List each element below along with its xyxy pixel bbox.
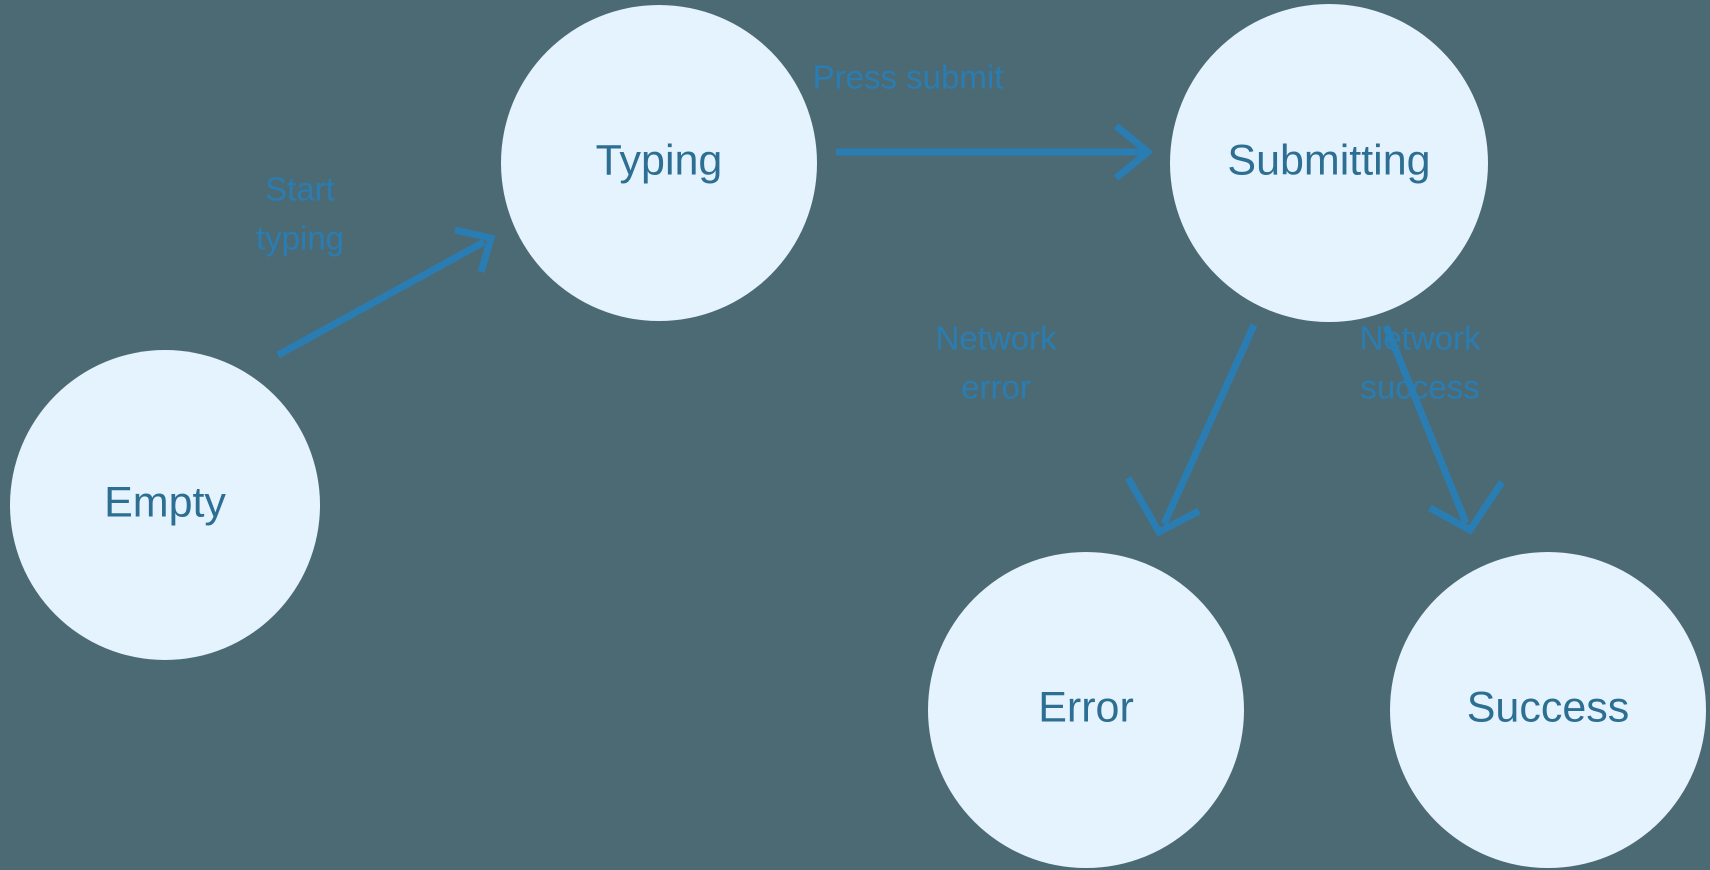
node-label-empty: Empty [104,478,226,526]
edge-typing-to-submitting [836,123,1154,181]
edge-submitting-to-success [1382,324,1505,535]
node-circle-submitting[interactable] [1170,4,1488,322]
edge-label-line-1: Network [1359,320,1481,357]
arrowhead-typing-to-submitting [1113,123,1154,181]
arrowhead-empty-to-typing [454,226,496,273]
edge-line-empty-to-typing [276,238,486,359]
node-label-submitting: Submitting [1227,136,1430,184]
edge-label-line-2: success [1360,369,1479,406]
edge-line-submitting-to-error [1160,323,1258,526]
edge-submitting-to-error [1124,323,1258,537]
edge-label-submitting-to-error: Network error [935,320,1057,406]
edge-label-submitting-to-success: Network success [1359,320,1481,406]
arrowhead-submitting-to-error [1124,476,1201,537]
edge-label-line-1: Start [265,171,335,208]
edge-label-empty-to-typing: Start typing [256,171,344,257]
edge-empty-to-typing [276,226,496,359]
edge-label-line-1: Press submit [813,59,1004,96]
node-empty[interactable]: Empty [10,350,320,660]
edge-label-line-1: Network [935,320,1057,357]
node-circle-error[interactable] [928,552,1244,868]
node-circle-empty[interactable] [10,350,320,660]
edge-label-line-2: error [961,369,1031,406]
node-label-success: Success [1467,683,1630,731]
node-error[interactable]: Error [928,552,1244,868]
node-circle-typing[interactable] [501,5,817,321]
node-submitting[interactable]: Submitting [1170,4,1488,322]
arrowhead-submitting-to-success [1428,480,1505,535]
node-label-error: Error [1038,683,1134,731]
node-success[interactable]: Success [1390,552,1706,868]
edge-label-line-2: typing [256,220,344,257]
edge-line-submitting-to-success [1382,324,1470,525]
edge-label-typing-to-submitting: Press submit [813,59,1004,96]
node-circle-success[interactable] [1390,552,1706,868]
node-typing[interactable]: Typing [501,5,817,321]
node-label-typing: Typing [596,136,723,184]
